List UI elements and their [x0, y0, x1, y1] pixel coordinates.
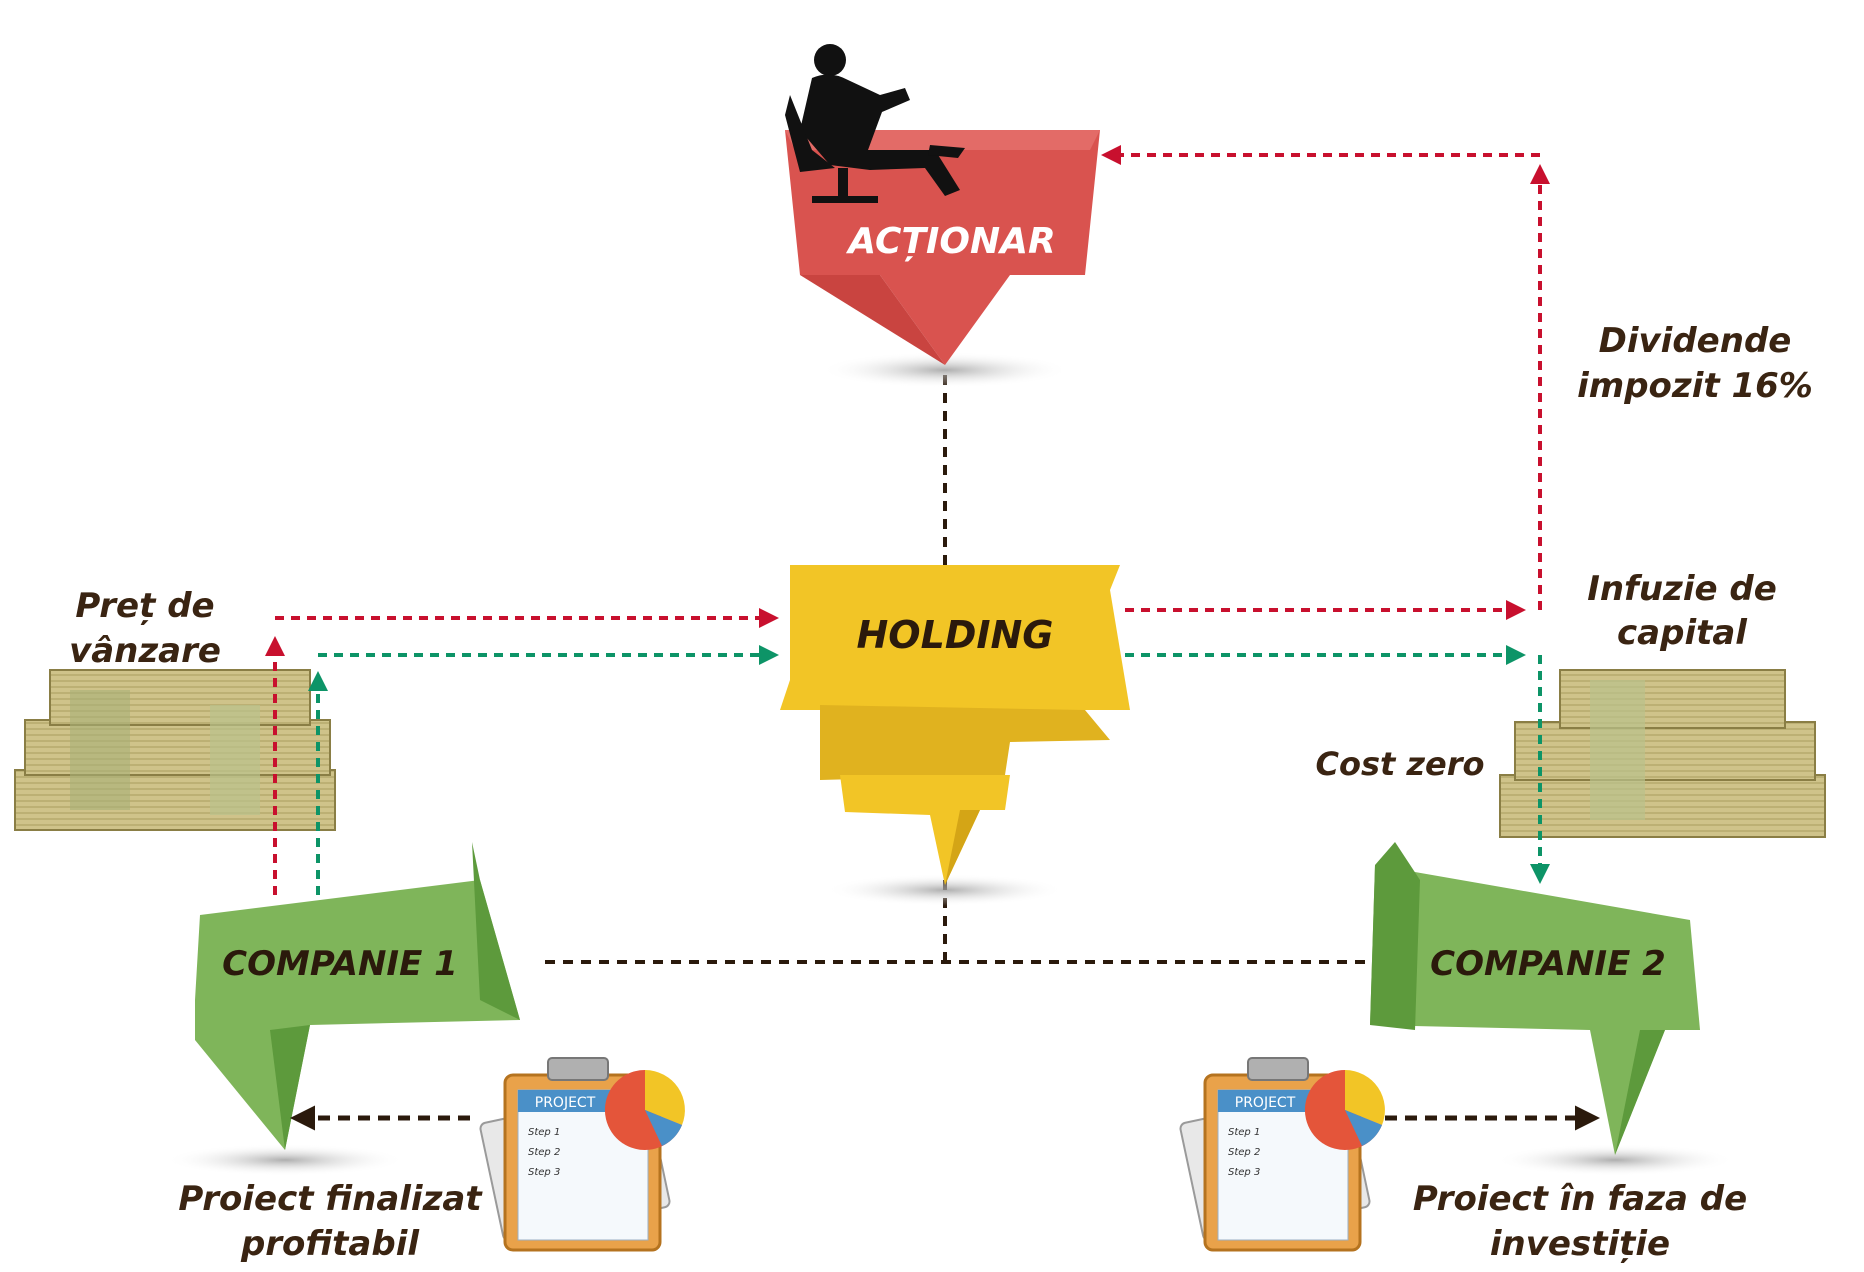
- cost-zero-label: Cost zero: [1315, 745, 1484, 783]
- sale-price-label-line2: vânzare: [69, 631, 221, 671]
- clipboard-right-step3: Step 3: [1228, 1167, 1260, 1178]
- structure-connectors: [545, 375, 1370, 964]
- company2-label: COMPANIE 2: [1430, 944, 1666, 984]
- project-clipboard-left-icon: PROJECT Step 1 Step 2 Step 3: [479, 1057, 685, 1252]
- company2-node: COMPANIE 2: [1370, 842, 1700, 1155]
- company1-label: COMPANIE 1: [222, 944, 458, 984]
- dividends-label-line2: impozit 16%: [1577, 366, 1813, 406]
- capital-label-line1: Infuzie de: [1587, 569, 1777, 609]
- clipboard-left-title: PROJECT: [535, 1095, 596, 1111]
- project2-label-line1: Proiect în faza de: [1413, 1179, 1747, 1219]
- pie-chart-left-icon: [645, 1070, 685, 1125]
- holding-node: HOLDING: [780, 565, 1130, 885]
- clipboard-left-step3: Step 3: [528, 1167, 560, 1178]
- money-stack-left-icon: [14, 669, 336, 831]
- project1-label-line2: profitabil: [240, 1224, 420, 1264]
- project-clipboard-right-icon: PROJECT Step 1 Step 2 Step 3: [1179, 1057, 1385, 1252]
- project1-label-line1: Proiect finalizat: [178, 1179, 483, 1219]
- flow-arrows: [265, 145, 1600, 1131]
- dividends-label-line1: Dividende: [1599, 321, 1792, 361]
- clipboard-right-step1: Step 1: [1228, 1127, 1260, 1138]
- sale-price-label-line1: Preț de: [75, 586, 214, 626]
- project2-label-line2: investiție: [1490, 1224, 1670, 1264]
- company1-node: COMPANIE 1: [195, 842, 520, 1150]
- clipboard-right-step2: Step 2: [1228, 1147, 1260, 1158]
- shadows: [165, 352, 1735, 1176]
- actionar-node: ACȚIONAR: [785, 44, 1100, 365]
- holding-label: HOLDING: [857, 613, 1054, 657]
- money-stack-right-icon: [1499, 669, 1826, 838]
- pie-chart-right-icon: [1345, 1070, 1385, 1125]
- clipboard-left-step2: Step 2: [528, 1147, 560, 1158]
- clipboard-right-title: PROJECT: [1235, 1095, 1296, 1111]
- clipboard-left-step1: Step 1: [528, 1127, 560, 1138]
- businessman-silhouette-icon: [785, 44, 965, 203]
- actionar-label: ACȚIONAR: [845, 221, 1055, 262]
- flow-labels: Dividende impozit 16% Preț de vânzare In…: [69, 321, 1813, 1264]
- capital-label-line2: capital: [1617, 613, 1748, 653]
